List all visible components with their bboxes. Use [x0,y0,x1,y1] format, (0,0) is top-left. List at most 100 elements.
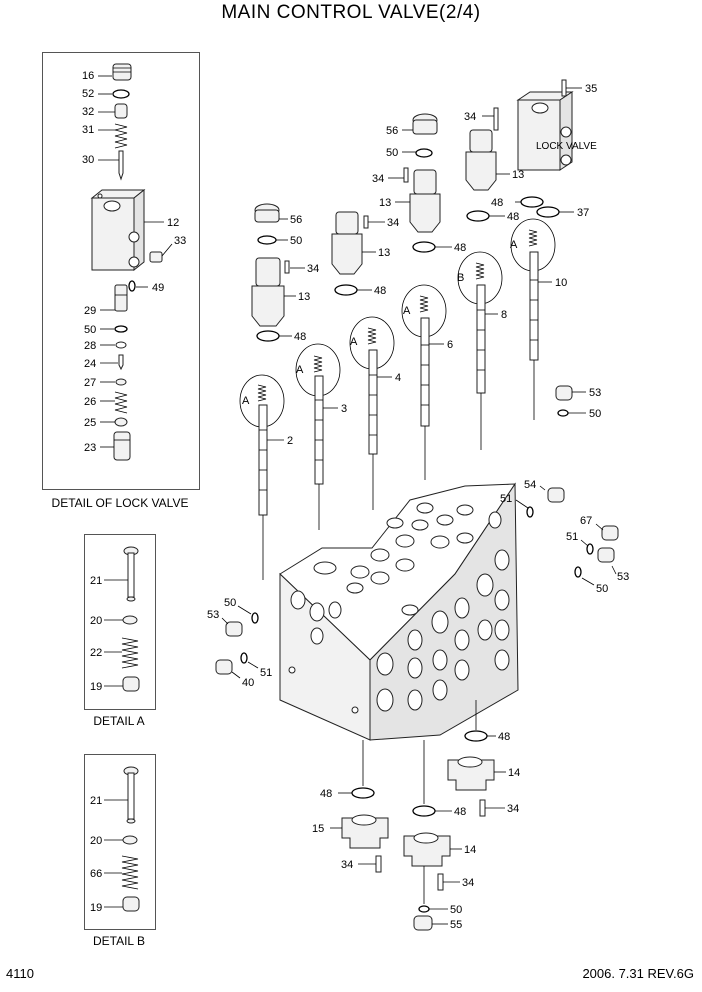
label-27: 27 [84,377,96,389]
part-13-cover-d [465,151,497,191]
spool-10-detail-tag: A [510,239,518,251]
label-35: 35 [585,83,597,95]
page-title: MAIN CONTROL VALVE(2/4) [221,2,481,23]
revision-date: 2006. 7.31 REV.6G [582,966,694,981]
page-number: 4110 [6,966,34,981]
spool-2 [258,404,268,516]
label-55: 55 [450,919,462,931]
label-14: 14 [508,767,520,779]
label-67: 67 [580,515,592,527]
label-33: 33 [174,235,186,247]
label-48: 48 [454,806,466,818]
spool-4-detail-tag: A [350,336,358,348]
main-valve-block [279,482,519,741]
spool-2-spring [257,384,267,402]
label-50: 50 [290,235,302,247]
label-50: 50 [596,583,608,595]
label-53: 53 [617,571,629,583]
label-34: 34 [507,803,519,815]
label-40: 40 [242,677,254,689]
spool-8-detail-tag: B [457,272,464,284]
detail-a-panel [84,534,156,710]
label-spool-3: 3 [341,403,347,415]
part-13-cover-c [409,193,441,233]
label-51: 51 [260,667,272,679]
label-13: 13 [512,169,524,181]
label-51: 51 [566,531,578,543]
top-covers [251,79,574,342]
detail-a-caption: DETAIL A [93,714,145,728]
assembly-lines [262,360,535,904]
detail-a-label-21: 21 [90,575,102,587]
part-33-plug [149,251,163,263]
detail-b-label-19: 19 [90,902,102,914]
detail-b-label-20: 20 [90,835,102,847]
part-56-cap-b [412,119,438,135]
spool-10 [529,251,539,361]
label-34: 34 [341,859,353,871]
spool-3-detail-tag: A [296,364,304,376]
part-23-plug [113,431,131,461]
label-spool-8: 8 [501,309,507,321]
label-16: 16 [82,70,94,82]
label-37: 37 [577,207,589,219]
label-spool-2: 2 [287,435,293,447]
label-48: 48 [498,731,510,743]
lock-valve-detail-panel [42,52,200,490]
left-front-plugs [215,605,259,679]
label-34: 34 [387,217,399,229]
lock-valve-parts [90,63,163,461]
label-50: 50 [386,147,398,159]
label-48: 48 [294,331,306,343]
detail-b-label-66: 66 [90,868,102,880]
label-48: 48 [507,211,519,223]
label-31: 31 [82,124,94,136]
detail-a-label-20: 20 [90,615,102,627]
label-48: 48 [491,197,503,209]
label-32: 32 [82,106,94,118]
label-48: 48 [374,285,386,297]
label-56: 56 [290,214,302,226]
spool-2-detail-tag: A [242,395,250,407]
label-50: 50 [84,324,96,336]
lock-valve-label: LOCK VALVE [536,141,597,152]
detail-a-label-22: 22 [90,647,102,659]
part-14-cover-a [447,759,495,791]
label-14: 14 [464,844,476,856]
label-spool-6: 6 [447,339,453,351]
detail-a-label-19: 19 [90,681,102,693]
label-50: 50 [224,597,236,609]
part-26-spring [114,391,128,414]
label-13: 13 [379,197,391,209]
detail-a-parts [104,546,140,692]
spool-4 [368,349,378,455]
detail-b-label-21: 21 [90,795,102,807]
detail-b-parts [104,766,140,912]
detail-b-panel [84,754,156,930]
label-25: 25 [84,417,96,429]
part-13-cover-a [251,285,285,327]
label-50: 50 [450,904,462,916]
detail-a-spring [121,637,139,669]
label-51: 51 [500,493,512,505]
label-29: 29 [84,305,96,317]
label-52: 52 [82,88,94,100]
part-31-spring [114,123,128,149]
part-14-cover-b [403,835,451,867]
part-30-pin [118,150,124,181]
part-13-cover-b [331,233,363,275]
label-34: 34 [462,877,474,889]
label-13: 13 [298,291,310,303]
spool-3 [314,375,324,485]
label-54: 54 [524,479,536,491]
label-30: 30 [82,154,94,166]
part-56-cap-a [254,209,280,223]
label-50: 50 [589,408,601,420]
part-49-ring [128,280,136,292]
lock-valve-leaders [98,75,173,448]
label-13: 13 [378,247,390,259]
spool-6 [420,317,430,427]
lock-valve-detail-caption: DETAIL OF LOCK VALVE [51,496,189,510]
right-plugs [515,385,619,586]
part-29 [114,284,128,312]
